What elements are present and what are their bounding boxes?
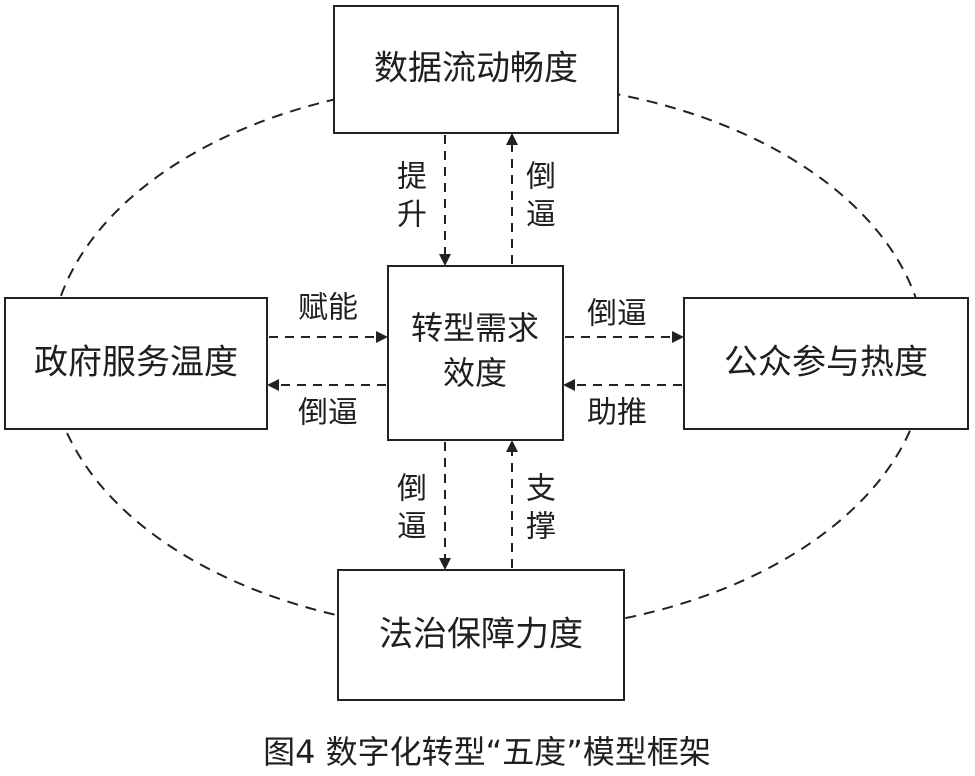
label-center-down-char2: 逼 (397, 510, 427, 545)
node-center: 转型需求 效度 (387, 265, 564, 441)
label-center-to-left: 倒逼 (298, 396, 358, 431)
node-bottom-label: 法治保障力度 (379, 615, 583, 655)
node-top-box (333, 5, 619, 134)
node-top-label: 数据流动畅度 (374, 49, 578, 89)
node-center-label-line2: 效度 (443, 354, 507, 392)
node-right-label: 公众参与热度 (724, 343, 928, 383)
label-bottom-up-char2: 撑 (526, 510, 556, 545)
node-right: 公众参与热度 (683, 297, 969, 430)
label-top-down-char1: 提 (397, 160, 427, 195)
label-center-down-char1: 倒 (397, 472, 427, 507)
node-bottom: 法治保障力度 (337, 569, 625, 701)
label-left-to-center: 赋能 (298, 291, 358, 326)
label-center-to-right: 倒逼 (587, 297, 647, 332)
label-top-up-char2: 逼 (526, 198, 556, 233)
node-bottom-box (337, 569, 625, 701)
label-bottom-up-char1: 支 (526, 472, 556, 507)
figure-caption: 图4 数字化转型“五度”模型框架 (263, 733, 711, 771)
node-center-box (387, 265, 564, 441)
node-top: 数据流动畅度 (333, 5, 619, 134)
label-top-down-char2: 升 (397, 198, 427, 233)
label-right-to-center: 助推 (587, 396, 647, 431)
node-left: 政府服务温度 (4, 297, 268, 430)
node-left-box (4, 297, 268, 430)
node-center-label-line1: 转型需求 (411, 309, 539, 347)
node-left-label: 政府服务温度 (34, 343, 238, 383)
label-top-up-char1: 倒 (526, 160, 556, 195)
node-right-box (683, 297, 969, 430)
